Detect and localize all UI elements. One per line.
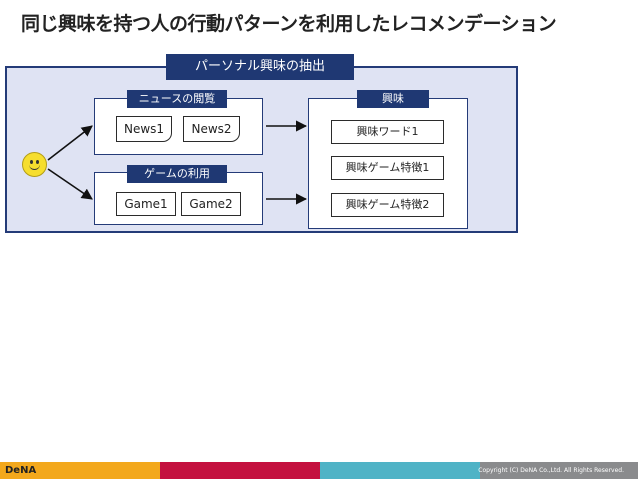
game-item-2: Game2 xyxy=(181,192,241,216)
game-item-1: Game1 xyxy=(116,192,176,216)
dena-logo: DeNA xyxy=(5,465,37,476)
footer-segment-3 xyxy=(320,462,480,479)
arrow-user-to-news xyxy=(47,125,93,161)
footer-color-bar xyxy=(0,462,638,479)
copyright-text: Copyright (C) DeNA Co.,Ltd. All Rights R… xyxy=(478,467,624,474)
page-title: 同じ興味を持つ人の行動パターンを利用したレコメンデーション xyxy=(21,13,557,35)
user-smiley-icon xyxy=(22,152,47,177)
interest-item-word-1: 興味ワード1 xyxy=(331,120,444,144)
interest-group-label: 興味 xyxy=(357,90,429,108)
footer-segment-4 xyxy=(480,462,638,479)
interest-item-game-feature-2: 興味ゲーム特徴2 xyxy=(331,193,444,217)
footer-segment-1 xyxy=(0,462,160,479)
interest-item-game-feature-1: 興味ゲーム特徴1 xyxy=(331,156,444,180)
game-group-label: ゲームの利用 xyxy=(127,165,227,183)
news-group-label: ニュースの閲覧 xyxy=(127,90,227,108)
news-item-2: News2 xyxy=(183,116,240,142)
news-item-1: News1 xyxy=(116,116,172,142)
personal-interest-label: パーソナル興味の抽出 xyxy=(166,54,354,80)
footer-segment-2 xyxy=(160,462,320,479)
arrow-user-to-game xyxy=(47,168,93,200)
